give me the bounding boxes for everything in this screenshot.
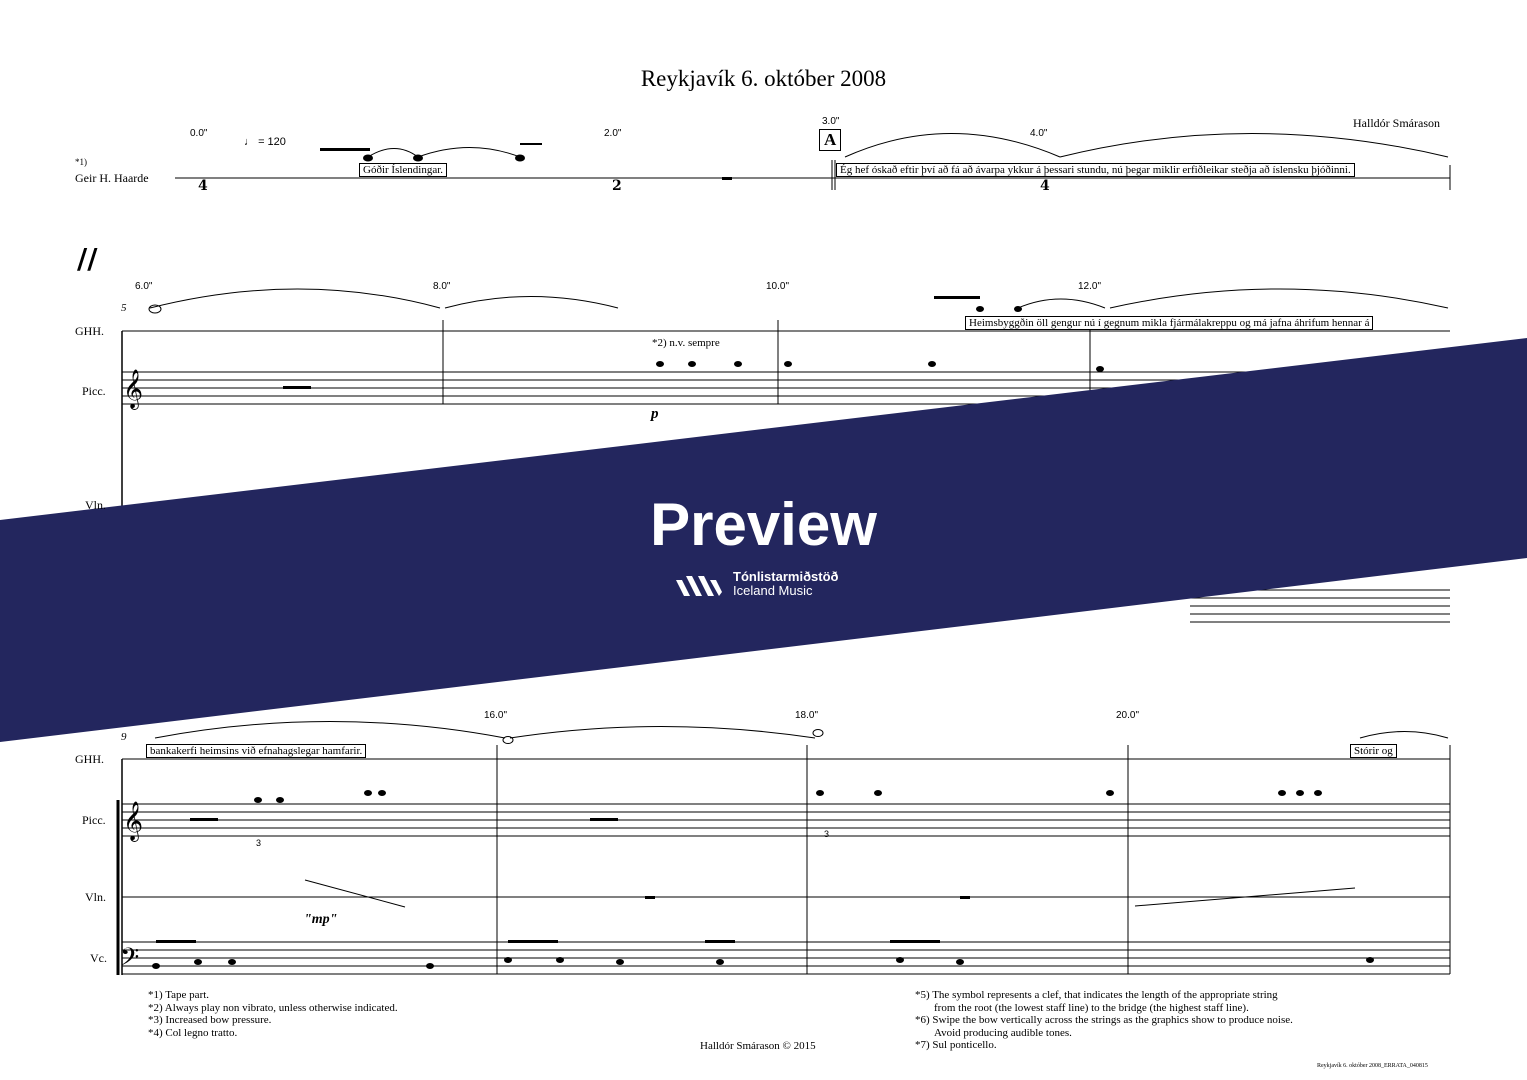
instrument-label-piccolo: Picc. — [82, 384, 106, 398]
file-identifier: Reykjavík 6. október 2008_ERRATA_040815 — [1317, 1063, 1428, 1069]
spoken-text-box: Góðir Íslendingar. — [359, 163, 448, 177]
footnote: *4) Col legno tratto. — [148, 1026, 238, 1039]
composer-name: Halldór Smárason — [1353, 116, 1440, 130]
logo-text-line1: Tónlistarmiðstöð — [733, 569, 839, 584]
time-marker: 6.0" — [135, 281, 153, 292]
dynamic-marking: p — [651, 406, 659, 422]
instrument-label-ghh: GHH. — [75, 324, 104, 338]
logo-text-line2: Iceland Music — [733, 583, 813, 598]
footnote: *6) Swipe the bow vertically across the … — [915, 1014, 1293, 1027]
time-marker: 18.0" — [795, 710, 819, 721]
tuplet-number: 3 — [824, 829, 830, 839]
copyright: Halldór Smárason © 2015 — [700, 1040, 816, 1052]
spoken-text-box: Ég hef óskað eftir því að fá að ávarpa y… — [836, 163, 1355, 177]
footnote-marker: *1) — [75, 157, 87, 167]
instrument-label-cello: Vc. — [90, 951, 107, 965]
tuplet-number: 3 — [256, 838, 262, 848]
measure-number: 5 — [121, 302, 127, 314]
time-signature: 2 — [612, 178, 622, 194]
instrument-label-ghh: GHH. — [75, 752, 104, 766]
measure-number: 9 — [121, 731, 127, 743]
instrument-label-violin: Vln. — [85, 498, 106, 512]
time-marker: 16.0" — [484, 710, 508, 721]
iceland-music-logo: Tónlistarmiðstöð Iceland Music — [676, 570, 838, 598]
footnote: Avoid producing audible tones. — [934, 1026, 1072, 1039]
footnote: *1) Tape part. — [148, 989, 210, 1001]
dynamic-marking: "mp" — [304, 912, 338, 927]
system-separator-icon: // — [77, 242, 98, 275]
tempo-value: = 120 — [258, 136, 286, 148]
time-marker: 12.0" — [1078, 281, 1102, 292]
treble-clef-icon: 𝄞 — [123, 369, 143, 410]
footnote: *2) Always play non vibrato, unless othe… — [148, 1001, 398, 1014]
time-signature: 4 — [198, 178, 208, 194]
time-marker: 8.0" — [433, 281, 451, 292]
time-marker: 2.0" — [604, 128, 622, 139]
instrument-label-piccolo: Picc. — [82, 813, 106, 827]
spoken-text-box: bankakerfi heimsins við efnahagslegar ha… — [146, 744, 367, 758]
time-marker: 0.0" — [190, 128, 208, 139]
rehearsal-mark: A — [819, 129, 842, 151]
tempo-marking: ♩ = 120 — [244, 136, 286, 148]
preview-watermark-text: Preview — [650, 491, 877, 558]
instrument-label-violin: Vln. — [85, 890, 106, 904]
playing-instruction: *2) n.v. sempre — [652, 337, 720, 349]
treble-clef-icon: 𝄞 — [123, 801, 143, 842]
iceland-music-logo-icon — [676, 576, 722, 596]
bass-clef-icon: 𝄢 — [120, 943, 139, 978]
time-signature: 4 — [1040, 178, 1050, 194]
time-marker: 10.0" — [766, 281, 790, 292]
instrument-label-tape: Geir H. Haarde — [75, 171, 149, 185]
footnote: *3) Increased bow pressure. — [148, 1014, 272, 1027]
time-marker: 20.0" — [1116, 710, 1140, 721]
spoken-text-box: Stórir og — [1350, 744, 1397, 758]
footnote: *5) The symbol represents a clef, that i… — [915, 989, 1278, 1001]
spoken-text-box: Heimsbyggðin öll gengur nú í gegnum mikl… — [965, 316, 1374, 330]
time-marker: 3.0" — [822, 116, 840, 127]
footnote: from the root (the lowest staff line) to… — [934, 1001, 1249, 1014]
footnote: *7) Sul ponticello. — [915, 1039, 997, 1052]
quarter-note-icon: ♩ — [244, 136, 255, 148]
footnotes-left: *1) Tape part. *2) Always play non vibra… — [148, 989, 398, 1039]
score-title: Reykjavík 6. október 2008 — [640, 66, 887, 91]
footnotes-right: *5) The symbol represents a clef, that i… — [915, 989, 1293, 1052]
preview-banner — [0, 338, 1527, 742]
time-marker: 4.0" — [1030, 128, 1048, 139]
